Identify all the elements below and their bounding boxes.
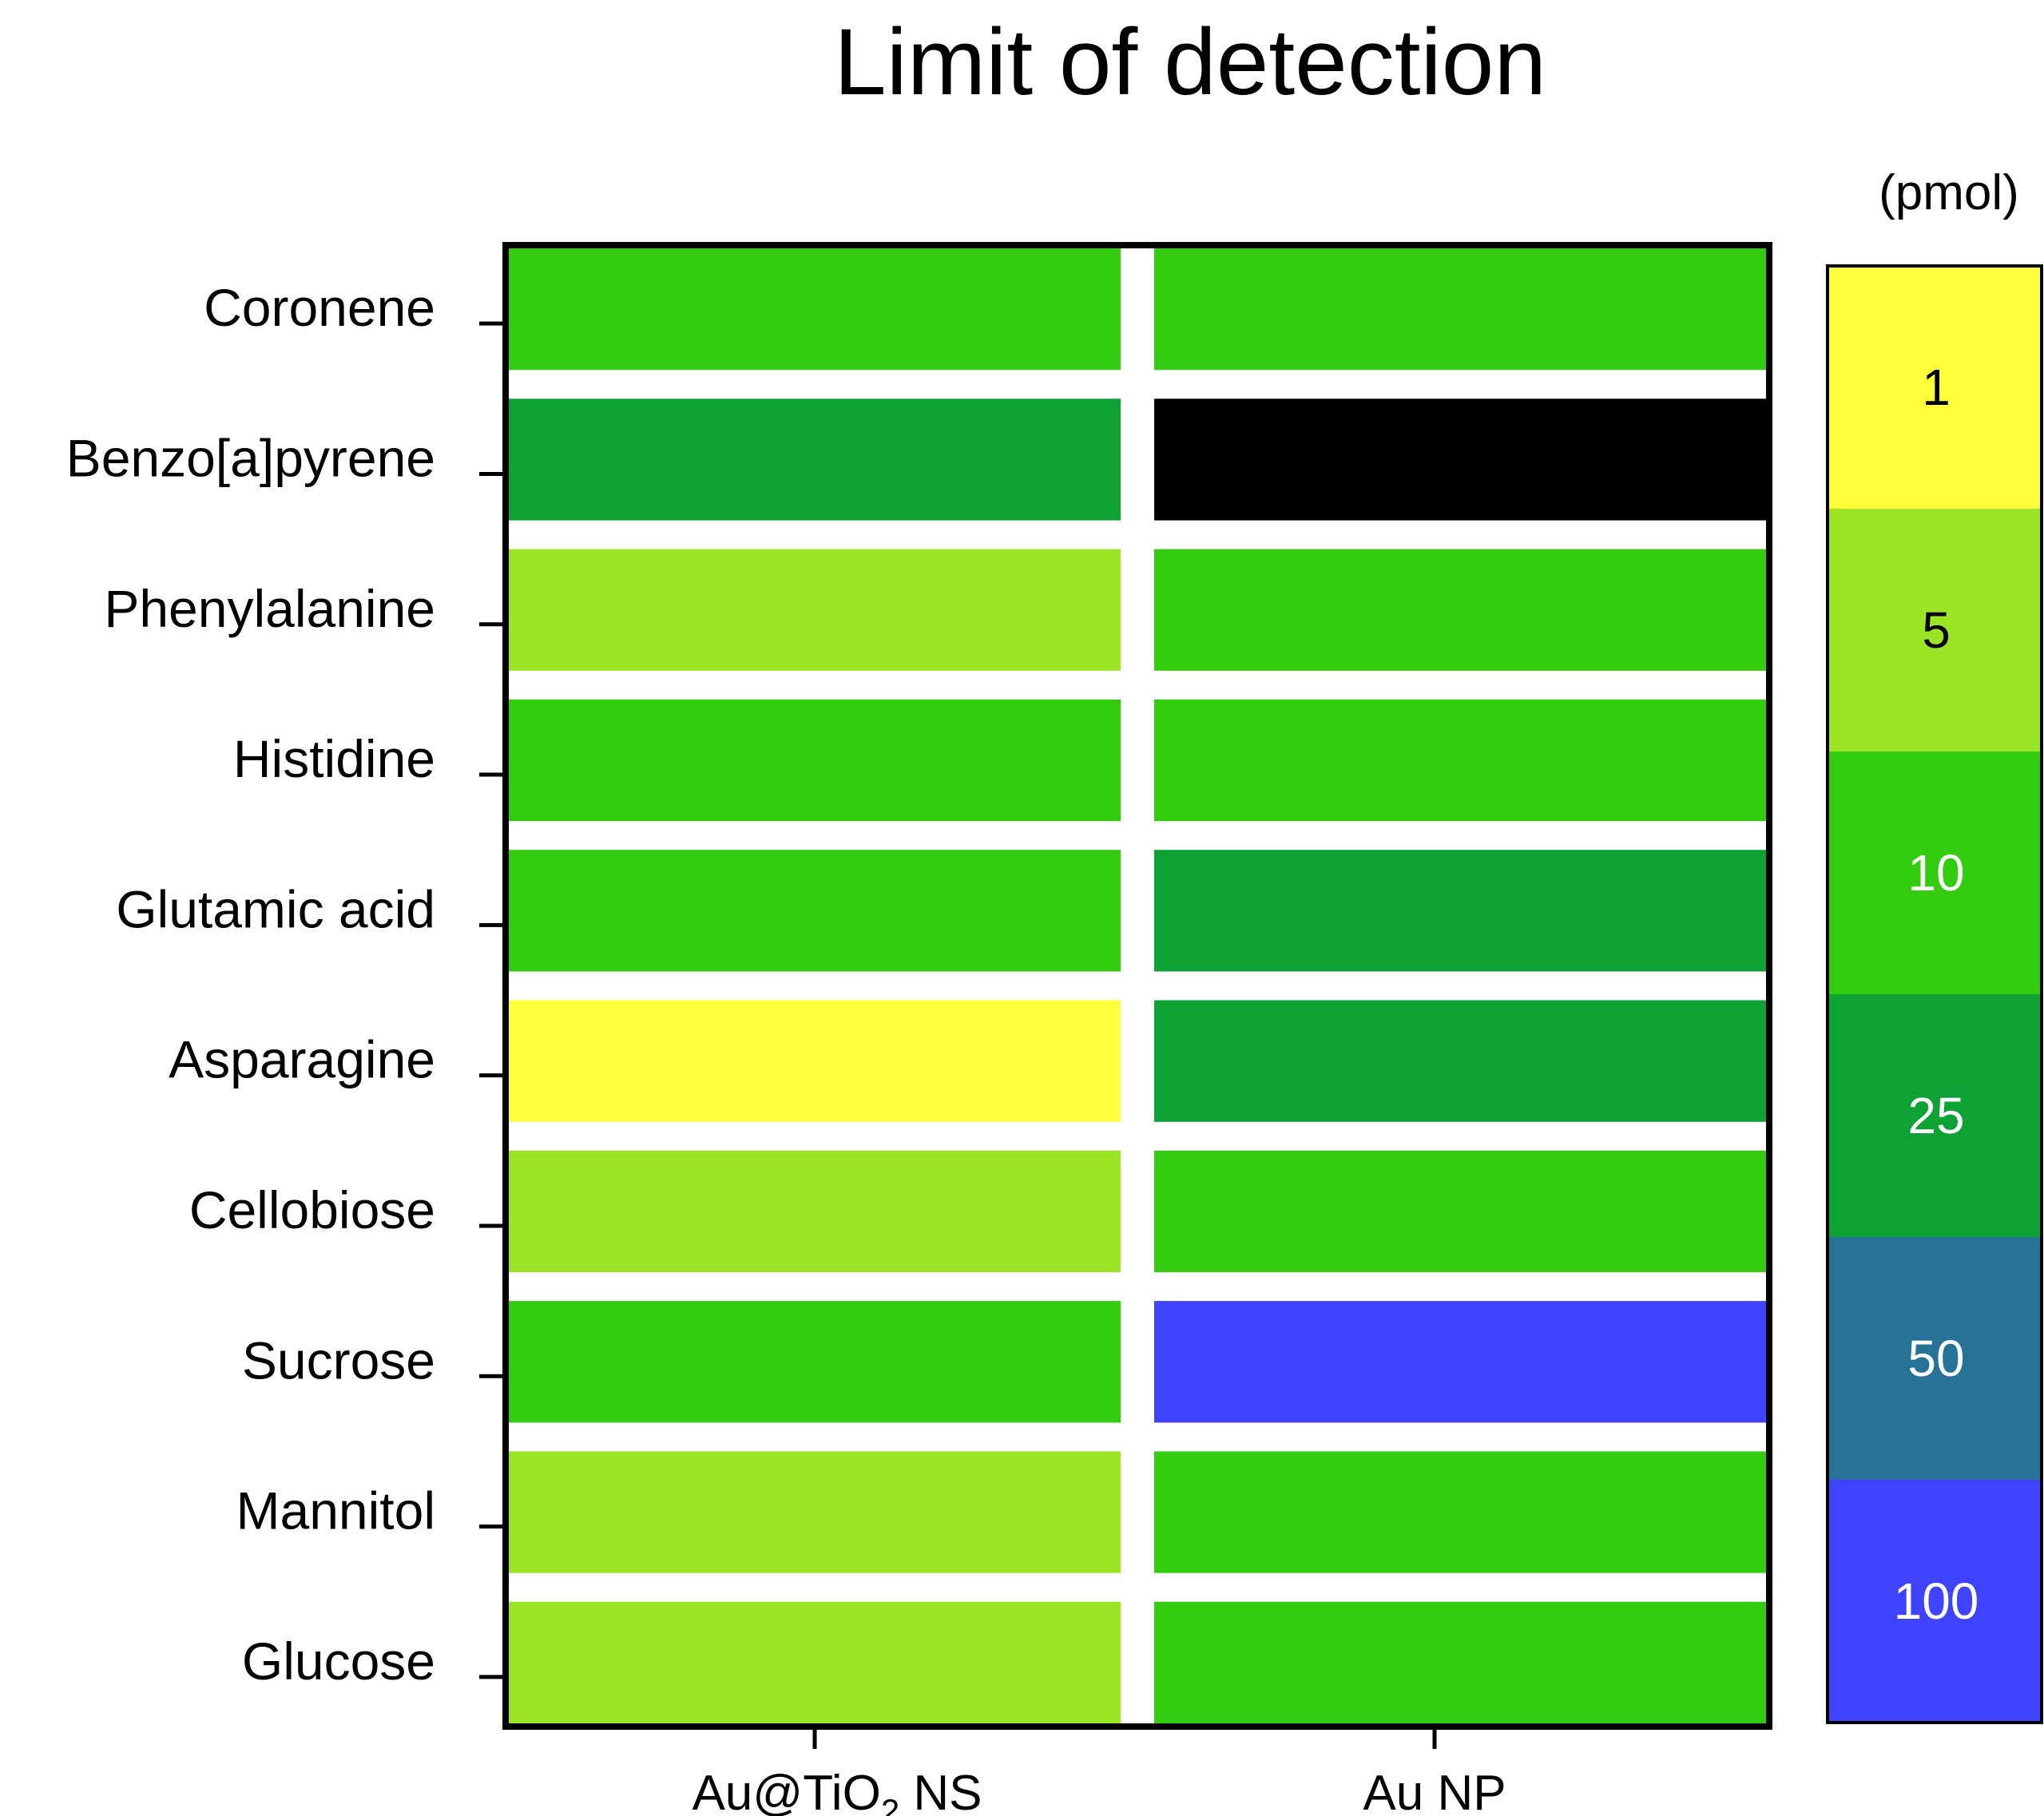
y-tick-label: Cellobiose [189, 1180, 435, 1239]
colorbar-unit-label: (pmol) [1879, 165, 2019, 220]
heatmap-cell [509, 1150, 1121, 1273]
heatmap-cell [509, 1601, 1121, 1723]
heatmap-cell [509, 1000, 1121, 1122]
y-tick-label: Mannitol [236, 1481, 435, 1540]
colorbar-level-label: 50 [1907, 1330, 1964, 1387]
heatmap-cell [509, 1451, 1121, 1573]
colorbar-swatch [1828, 994, 2042, 1238]
colorbar-swatch [1828, 1237, 2042, 1481]
y-tick-label: Coronene [204, 278, 435, 337]
heatmap-cell [1154, 699, 1766, 822]
row-labels: CoroneneBenzo[a]pyrenePhenylalanineHisti… [66, 278, 506, 1691]
colorbar-level-label: 1 [1922, 359, 1951, 416]
colorbar-swatch [1828, 1480, 2042, 1723]
y-tick-label: Sucrose [242, 1330, 435, 1390]
colorbar-level-label: 10 [1907, 844, 1964, 902]
colorbar-swatch [1828, 266, 2042, 510]
heatmap-cell [509, 549, 1121, 671]
heatmap-cell [509, 398, 1121, 521]
column-labels: Au@TiO2 NS Au NP [692, 1727, 1506, 1816]
chart-title: Limit of detection [834, 10, 1546, 115]
colorbar-level-label: 5 [1922, 601, 1951, 659]
colorbar-level-label: 25 [1907, 1087, 1964, 1144]
y-tick-label: Glucose [242, 1632, 435, 1691]
colorbar-swatch [1828, 509, 2042, 752]
heatmap-cell [509, 248, 1121, 371]
heatmap-cell [509, 699, 1121, 822]
colorbar-level-label: 100 [1894, 1572, 1979, 1630]
heatmap-cell [1154, 1000, 1766, 1122]
x-tick-label: Au NP [1363, 1766, 1506, 1816]
y-tick-label: Asparagine [169, 1030, 435, 1089]
y-tick-label: Glutamic acid [116, 879, 435, 938]
plot-frame [502, 242, 1772, 1730]
x-tick-label: Au@TiO2 NS [692, 1766, 982, 1816]
heatmap-cell [1154, 398, 1766, 521]
colorbar-swatch [1828, 751, 2042, 995]
y-tick-label: Histidine [233, 729, 435, 788]
heatmap-cells [509, 248, 1766, 1723]
heatmap-cell [1154, 1150, 1766, 1273]
heatmap-cell [1154, 549, 1766, 671]
heatmap-cell [509, 1301, 1121, 1423]
colorbar-frame [1826, 264, 2043, 1724]
heatmap-cell [1154, 850, 1766, 972]
colorbar: 1 5 10 25 50 100 [1826, 264, 2043, 1724]
heatmap-cell [1154, 1301, 1766, 1423]
heatmap-cell [1154, 1451, 1766, 1573]
heatmap-cell [1154, 248, 1766, 371]
heatmap-cell [1154, 1601, 1766, 1723]
y-tick-label: Phenylalanine [104, 579, 435, 638]
y-tick-label: Benzo[a]pyrene [66, 428, 435, 487]
heatmap-cell [509, 850, 1121, 972]
